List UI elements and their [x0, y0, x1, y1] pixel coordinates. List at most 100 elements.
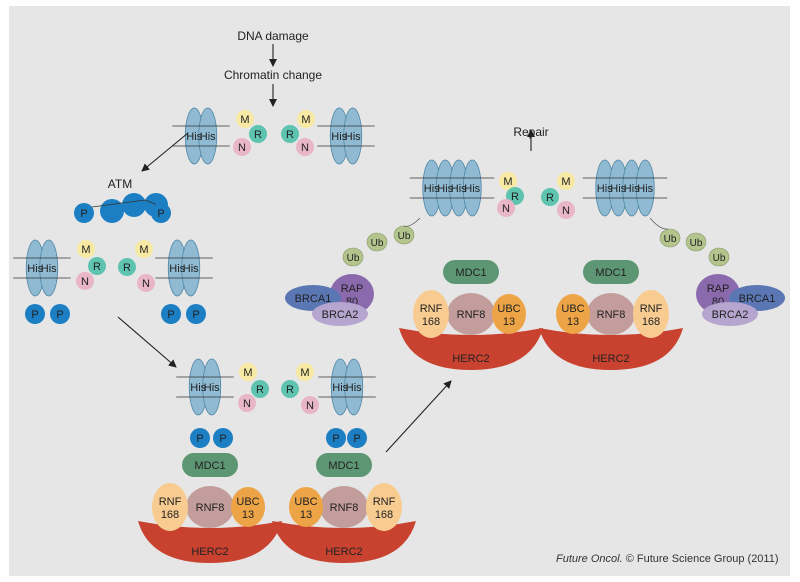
repair-label: Repair — [513, 125, 548, 139]
histone-label: His — [331, 131, 347, 143]
ubiquitin-label: Ub — [664, 234, 677, 245]
mre11-label: M — [240, 114, 249, 126]
nbs1-label: N — [243, 398, 251, 410]
atm-link — [91, 199, 146, 208]
histone-disc — [202, 358, 222, 416]
mdc1-label: MDC1 — [194, 460, 225, 472]
ubiquitin-label: Ub — [347, 253, 360, 264]
rnf168-shape — [152, 483, 188, 531]
nbs1-label: N — [238, 142, 246, 154]
nbs1-circle — [301, 396, 319, 414]
histone-label: His — [332, 382, 348, 394]
histone-label: His — [190, 382, 206, 394]
histone-label: His — [610, 183, 626, 195]
phosphate-circle — [151, 203, 171, 223]
arrow-to-atm — [141, 132, 189, 172]
mre11-label: M — [300, 367, 309, 379]
ubiquitin-label: Ub — [371, 238, 384, 249]
nbs1-circle — [497, 199, 515, 217]
histone-label: His — [624, 183, 640, 195]
histone-disc — [462, 159, 482, 217]
herc2-label: HERC2 — [325, 546, 362, 558]
phosphate-circle — [347, 428, 367, 448]
herc2-shape — [399, 328, 543, 370]
rad50-circle — [281, 125, 299, 143]
mre11-label: M — [139, 244, 148, 256]
rad50-label: R — [286, 384, 294, 396]
phosphate-circle — [186, 304, 206, 324]
nbs1-label: N — [502, 203, 510, 215]
histone-label: His — [169, 263, 185, 275]
rad50-circle — [249, 125, 267, 143]
phosphate-label: P — [31, 309, 38, 321]
histone-label: His — [204, 382, 220, 394]
rad50-label: R — [93, 261, 101, 273]
phosphate-label: P — [192, 309, 199, 321]
nbs1-label: N — [562, 205, 570, 217]
phosphate-circle — [74, 203, 94, 223]
ub-link — [649, 217, 669, 230]
phosphate-circle — [190, 428, 210, 448]
rad50-circle — [251, 380, 269, 398]
mdc1-shape — [443, 260, 499, 284]
nbs1-label: N — [81, 276, 89, 288]
ubiquitin-circle — [685, 232, 707, 252]
mdc1-label: MDC1 — [595, 267, 626, 279]
atm-circle — [122, 193, 146, 217]
histone-label: His — [183, 263, 199, 275]
herc2-shape — [138, 521, 282, 563]
phosphate-label: P — [332, 433, 339, 445]
nbs1-circle — [238, 394, 256, 412]
rad50-circle — [541, 188, 559, 206]
histone-label: His — [637, 183, 653, 195]
mre11-circle — [239, 363, 257, 381]
histone-disc — [39, 239, 59, 297]
rad50-circle — [88, 257, 106, 275]
brca2-shape — [312, 302, 368, 326]
histone-label: His — [200, 131, 216, 143]
histone-label: His — [27, 263, 43, 275]
histone-disc — [343, 107, 363, 165]
ubiquitin-circle — [342, 247, 364, 267]
phosphate-circle — [213, 428, 233, 448]
phosphate-circle — [50, 304, 70, 324]
brca2-label: BRCA2 — [712, 309, 749, 321]
herc2-shape — [539, 328, 683, 370]
phosphate-label: P — [196, 433, 203, 445]
histone-label: His — [41, 263, 57, 275]
mre11-circle — [557, 172, 575, 190]
mre11-circle — [297, 110, 315, 128]
histone-label: His — [464, 183, 480, 195]
histone-disc — [344, 358, 364, 416]
mre11-circle — [135, 240, 153, 258]
ubc13-shape — [492, 294, 526, 334]
brca2-label: BRCA2 — [322, 309, 359, 321]
mre11-label: M — [243, 367, 252, 379]
rnf168-shape — [366, 483, 402, 531]
mre11-label: M — [503, 176, 512, 188]
phosphate-circle — [25, 304, 45, 324]
ubiquitin-label: Ub — [690, 238, 703, 249]
mre11-label: M — [561, 176, 570, 188]
mre11-circle — [499, 172, 517, 190]
mdc1-shape — [316, 453, 372, 477]
phosphate-label: P — [157, 208, 164, 220]
histone-label: His — [186, 131, 202, 143]
rnf8-label: RNF8 — [597, 309, 626, 321]
mdc1-shape — [182, 453, 238, 477]
rnf8-shape — [320, 486, 368, 528]
ubiquitin-circle — [366, 232, 388, 252]
herc2-shape — [272, 521, 416, 563]
rnf8-label: RNF8 — [457, 309, 486, 321]
diagram-panel — [9, 6, 790, 576]
brca1-label: BRCA1 — [739, 293, 776, 305]
phosphate-label: P — [219, 433, 226, 445]
histone-disc — [181, 239, 201, 297]
rad50-label: R — [123, 262, 131, 274]
